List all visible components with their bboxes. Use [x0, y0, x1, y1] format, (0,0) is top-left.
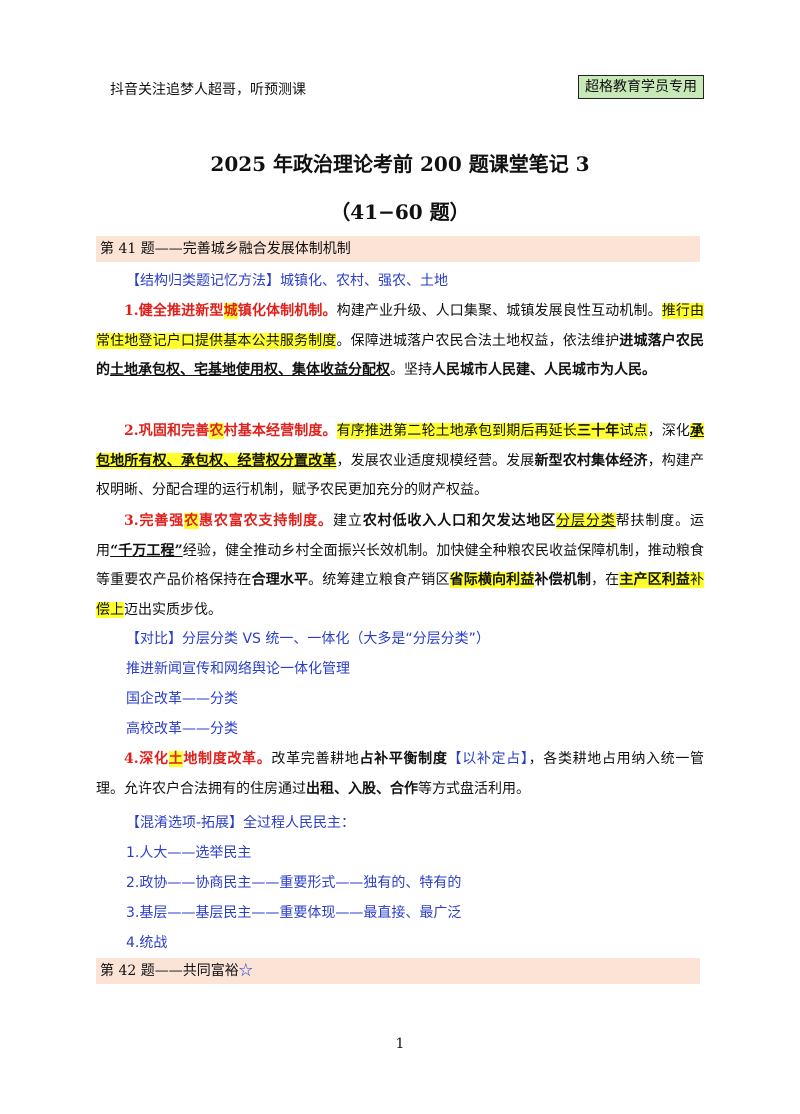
compare-item: 高校改革——分类 [126, 721, 238, 737]
point-4-paragraph: 4.深化土地制度改革。改革完善耕地占补平衡制度【以补定占】，各类耕地占用纳入统一… [96, 751, 705, 797]
star-icon: ☆ [238, 963, 253, 979]
confusion-item: 2.政协——协商民主——重要形式——独有的、特有的 [126, 875, 462, 891]
question-42-heading: 第 42 题——共同富裕☆ [96, 958, 700, 984]
compare-heading: 【对比】分层分类 VS 统一、一体化（大多是“分层分类”） [126, 631, 490, 647]
confusion-item: 4.统战 [126, 935, 168, 951]
promo-text: 抖音关注追梦人超哥，听预测课 [110, 82, 306, 98]
method-line: 【结构归类题记忆方法】城镇化、农村、强农、土地 [126, 273, 448, 289]
point-2-paragraph: 2.巩固和完善农村基本经营制度。有序推进第二轮土地承包到期后再延长三十年试点，深… [96, 423, 705, 498]
confusion-item: 1.人大——选举民主 [126, 845, 252, 861]
student-only-badge: 超格教育学员专用 [578, 75, 704, 99]
confusion-item: 3.基层——基层民主——重要体现——最直接、最广泛 [126, 905, 462, 921]
question-41-heading: 第 41 题——完善城乡融合发展体制机制 [96, 236, 700, 262]
document-subtitle: （41−60 题） [330, 200, 470, 224]
compare-item: 国企改革——分类 [126, 691, 238, 707]
point-1-paragraph: 1.健全推进新型城镇化体制机制。构建产业升级、人口集聚、城镇发展良性互动机制。推… [96, 303, 705, 378]
confusion-heading: 【混淆选项-拓展】全过程人民民主： [126, 815, 356, 831]
point-3-paragraph: 3.完善强农惠农富农支持制度。建立农村低收入人口和欠发达地区分层分类帮扶制度。运… [96, 513, 705, 618]
compare-item: 推进新闻宣传和网络舆论一体化管理 [126, 661, 350, 677]
document-title: 2025 年政治理论考前 200 题课堂笔记 3 [210, 152, 590, 176]
page-number: 1 [395, 1036, 405, 1052]
